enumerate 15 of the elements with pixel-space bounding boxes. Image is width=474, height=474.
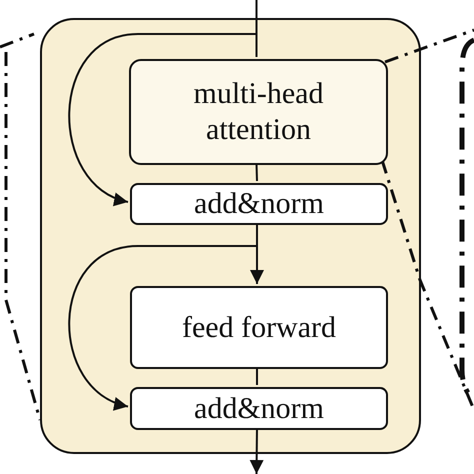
arrow <box>68 223 258 409</box>
process-box <box>130 183 388 225</box>
connector-line <box>256 0 258 57</box>
arrow <box>68 33 256 204</box>
process-box <box>130 387 388 430</box>
connector-line <box>256 367 258 385</box>
box-label: add&norm <box>194 390 324 426</box>
box-label: add&norm <box>194 186 324 222</box>
box-label: multi-head attention <box>192 76 324 148</box>
container-box <box>40 18 421 454</box>
connector-line <box>256 162 258 182</box>
process-box <box>129 59 388 165</box>
process-box <box>130 286 388 369</box>
arrow <box>250 428 264 474</box>
box-label: feed forward <box>182 310 336 346</box>
